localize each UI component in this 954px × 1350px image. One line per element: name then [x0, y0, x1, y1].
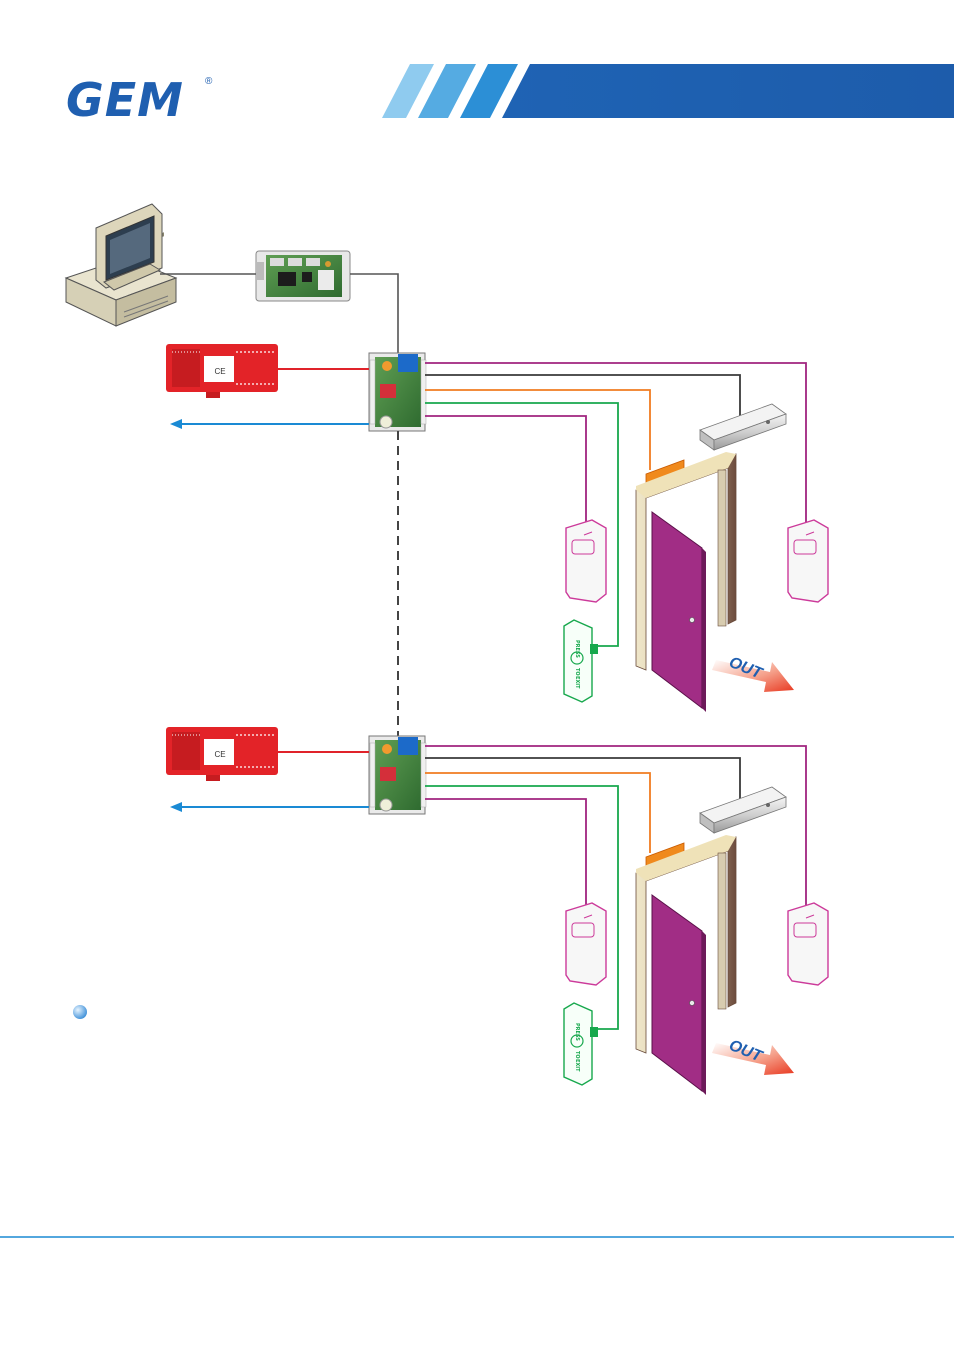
sensor-wire [425, 390, 650, 470]
exit-arrow-icon: OUT [712, 1037, 794, 1075]
svg-text:TO: TO [574, 1051, 580, 1059]
svg-text:CE: CE [214, 750, 225, 759]
brand-logo: GEM [66, 73, 184, 127]
converter-to-controller-wire [350, 274, 398, 353]
exit-arrow-icon: OUT [712, 654, 794, 692]
reader-out-wire [425, 363, 806, 522]
converter-board-icon [256, 251, 350, 301]
controller-board-icon [369, 736, 426, 814]
door-icon [636, 452, 736, 712]
card-reader-icon [566, 520, 606, 602]
door-unit-2: CE [166, 727, 828, 1095]
maglock-icon [700, 787, 786, 833]
reader-in-wire [425, 799, 586, 905]
header-bar [502, 64, 954, 118]
svg-text:EXIT: EXIT [574, 1059, 580, 1072]
door-icon [636, 835, 736, 1095]
svg-text:PRESS: PRESS [574, 640, 580, 658]
output-arrow-head [170, 802, 182, 812]
card-reader-icon [788, 903, 828, 985]
sensor-wire [425, 773, 650, 853]
header-stripes [382, 64, 954, 118]
bullet-icon [73, 1005, 87, 1019]
svg-text:CE: CE [214, 367, 225, 376]
door-unit-1: CE [166, 344, 828, 712]
power-supply-icon: CE [166, 727, 278, 781]
svg-text:TO: TO [574, 668, 580, 676]
exit-button-icon: PRESS TO EXIT [564, 620, 598, 702]
reader-in-wire [425, 416, 586, 522]
reader-out-wire [425, 746, 806, 905]
output-arrow-head [170, 419, 182, 429]
svg-text:EXIT: EXIT [574, 676, 580, 689]
power-supply-icon: CE [166, 344, 278, 398]
header: GEM ® [66, 64, 954, 127]
maglock-icon [700, 404, 786, 450]
card-reader-icon [788, 520, 828, 602]
svg-text:PRESS: PRESS [574, 1023, 580, 1041]
controller-board-icon [369, 353, 426, 431]
card-reader-icon [566, 903, 606, 985]
registered-mark: ® [205, 76, 213, 87]
exit-button-icon: PRESS TO EXIT [564, 1003, 598, 1085]
computer-icon [66, 204, 176, 326]
